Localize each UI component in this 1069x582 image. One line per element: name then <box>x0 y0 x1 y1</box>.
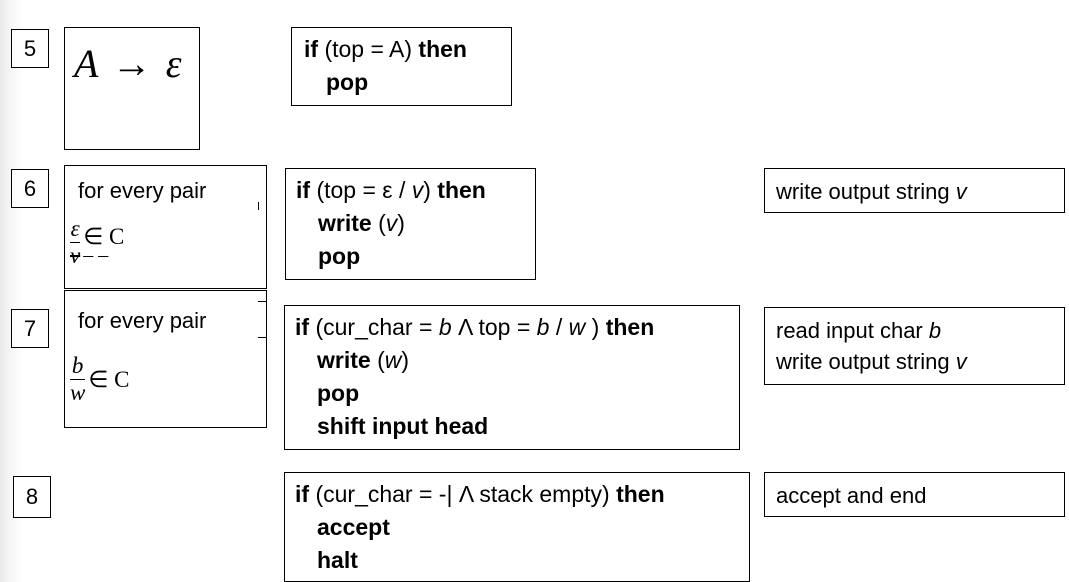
text-line: write (w) <box>295 344 729 377</box>
fraction-denominator-text: v <box>70 243 81 268</box>
text-line: write output string v <box>776 176 1053 207</box>
text-line: accept <box>295 511 739 544</box>
fraction-bar <box>70 242 81 243</box>
text-segment: ) <box>397 210 405 236</box>
row-6-pair-label: for every pair <box>78 178 207 203</box>
text-segment: accept and end <box>776 483 927 508</box>
text-line: read input char b <box>776 315 1053 346</box>
variable: w <box>384 347 402 373</box>
keyword: then <box>418 36 467 62</box>
row-8-number: 8 <box>25 484 39 509</box>
rule-rhs: ε <box>165 41 182 86</box>
text-segment: / <box>549 314 569 340</box>
text-segment: read input char <box>776 318 929 343</box>
keyword: shift input head <box>317 413 489 439</box>
row-8-description-box: accept and end <box>764 472 1065 517</box>
fraction-numerator: b <box>71 353 84 378</box>
text-line: pop <box>295 377 729 410</box>
keyword: if <box>295 481 310 507</box>
keyword: if <box>304 36 319 62</box>
text-line: if (top = ε / v) then <box>296 174 525 207</box>
text-line: if (cur_char = b Λ top = b / w ) then <box>295 311 729 344</box>
keyword: then <box>616 481 665 507</box>
variable: v <box>955 179 967 204</box>
text-segment: (cur_char = <box>309 314 439 340</box>
text-line: if (top = A) then <box>304 33 501 66</box>
set-membership: ∈ C – – <box>83 223 125 266</box>
text-line: pop <box>304 66 501 99</box>
rule-arrow: → <box>111 41 152 86</box>
text-line: halt <box>295 544 739 577</box>
fraction-bar <box>70 379 86 380</box>
text-segment: ) <box>585 314 606 340</box>
text-line: if (cur_char = -| Λ stack empty) then <box>295 478 739 511</box>
row-5-number-box: 5 <box>11 29 49 68</box>
row-6-number: 6 <box>23 175 37 201</box>
row-5-rule-formula: A → ε <box>74 40 181 87</box>
text-segment: (top = ε / <box>310 177 412 203</box>
keyword: pop <box>318 243 361 269</box>
keyword: if <box>295 314 310 340</box>
row-6-number-box: 6 <box>11 169 49 208</box>
fraction-denominator: w <box>70 380 86 405</box>
row-7-tick-bottom <box>258 337 267 338</box>
row-7-number-box: 7 <box>11 309 49 348</box>
text-segment: (top = A) <box>318 36 419 62</box>
text-line: pop <box>296 240 525 273</box>
variable: v <box>411 177 424 203</box>
text-segment: ) <box>401 347 410 373</box>
row-6-pair-fraction: ε v ∈ C – – <box>70 217 124 268</box>
variable: b <box>536 314 550 340</box>
text-line: write output string v <box>776 346 1053 377</box>
variable: b <box>438 314 452 340</box>
keyword: halt <box>317 547 358 573</box>
row-7-tick-top <box>258 301 267 302</box>
row-5-code-box: if (top = A) then pop <box>291 27 512 106</box>
text-segment: ) <box>423 177 438 203</box>
row-6-tick <box>258 202 259 210</box>
fraction-numerator: ε <box>70 216 80 241</box>
row-7-pair-box: for every pair b w ∈ C <box>64 290 267 428</box>
variable: w <box>568 314 586 340</box>
keyword: pop <box>326 69 369 95</box>
keyword: then <box>605 314 655 340</box>
keyword: write <box>317 347 371 373</box>
row-5-number: 5 <box>23 35 37 61</box>
row-7-pair-label: for every pair <box>78 308 207 333</box>
variable: v <box>385 210 398 236</box>
text-segment: write output string <box>776 179 956 204</box>
variable: b <box>928 318 942 343</box>
row-6-pair-box: for every pair ε v ∈ C – – <box>64 165 267 289</box>
row-5-rule-box: A → ε <box>64 27 200 150</box>
keyword: pop <box>317 380 360 406</box>
rule-lhs: A <box>74 41 98 86</box>
row-7-pair-fraction: b w ∈ C <box>70 354 129 405</box>
fraction-denominator: v <box>70 244 80 268</box>
set-membership-text: ∈ C <box>83 223 125 249</box>
text-segment: (cur_char = -| Λ stack empty) <box>309 481 617 507</box>
text-line: shift input head <box>295 410 729 443</box>
row-8-number-box: 8 <box>13 476 51 518</box>
row-6-description-box: write output string v <box>764 168 1065 213</box>
text-segment: ( <box>370 347 385 373</box>
text-segment: write output string <box>776 349 956 374</box>
variable: v <box>955 349 967 374</box>
row-7-number: 7 <box>23 315 37 341</box>
text-segment: ( <box>371 210 386 236</box>
trailing-dashes: – – <box>83 243 109 266</box>
keyword: accept <box>317 514 390 540</box>
set-membership: ∈ C <box>88 366 130 392</box>
keyword: if <box>296 177 311 203</box>
text-line: write (v) <box>296 207 525 240</box>
keyword: write <box>318 210 372 236</box>
row-8-code-box: if (cur_char = -| Λ stack empty) then acc… <box>284 472 750 582</box>
text-line: accept and end <box>776 480 1053 511</box>
keyword: then <box>437 177 486 203</box>
text-segment: Λ top = <box>451 314 537 340</box>
